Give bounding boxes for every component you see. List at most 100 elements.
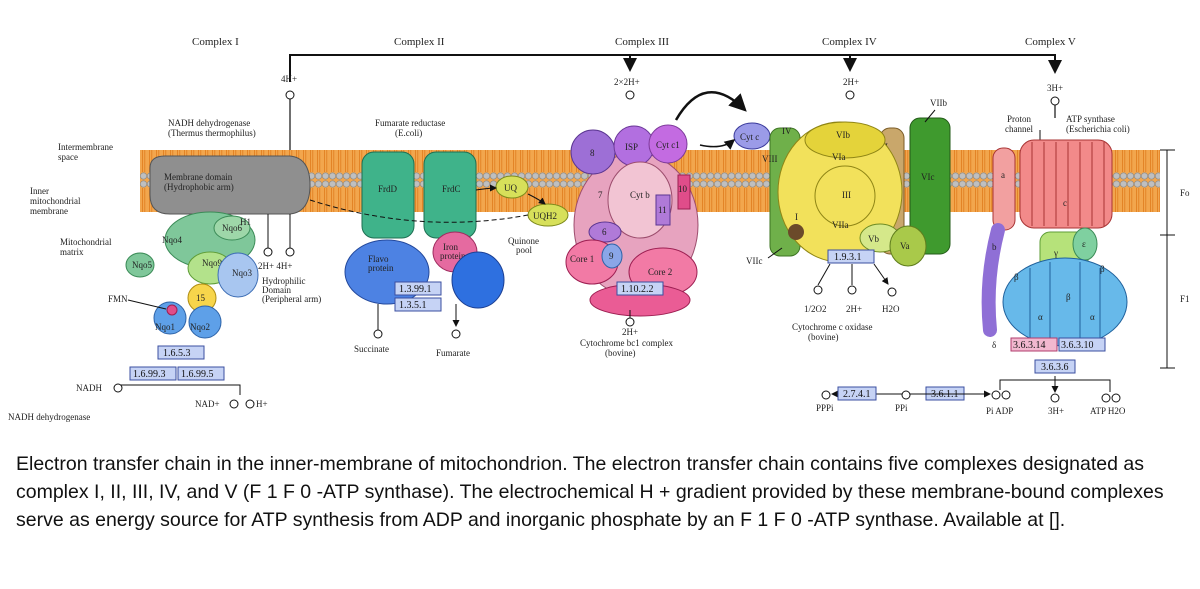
- c3-ec-box[interactable]: [616, 281, 664, 296]
- svg-text:7: 7: [598, 190, 603, 200]
- c4-proton-top: 2H+: [843, 77, 859, 87]
- figure-caption: Electron transfer chain in the inner-mem…: [16, 453, 1164, 531]
- svg-text:9: 9: [609, 251, 614, 261]
- svg-text:Nqo4: Nqo4: [162, 235, 182, 245]
- svg-text:I: I: [795, 212, 798, 222]
- c3-name: Cytochrome bc1 complex(bovine): [580, 338, 673, 358]
- c5-f1-head: [1002, 257, 1128, 347]
- complex-5-title: Complex V: [1025, 36, 1076, 48]
- svg-text:1.3.5.1: 1.3.5.1: [399, 300, 427, 311]
- svg-text:VIIc: VIIc: [746, 256, 763, 266]
- svg-text:III: III: [842, 190, 851, 200]
- c5-ec-box-1[interactable]: [1010, 337, 1058, 352]
- c2-frdc: [423, 151, 477, 239]
- svg-text:ATP H2O: ATP H2O: [1090, 406, 1126, 416]
- svg-text:VIIb: VIIb: [930, 98, 947, 108]
- svg-text:Nqo6: Nqo6: [222, 223, 242, 233]
- svg-text:α: α: [1090, 312, 1095, 322]
- svg-text:IV: IV: [782, 126, 792, 136]
- svg-text:2H+: 2H+: [622, 327, 638, 337]
- svg-text:δ: δ: [992, 340, 996, 350]
- svg-text:FrdD: FrdD: [378, 184, 398, 194]
- svg-text:1.6.5.3: 1.6.5.3: [163, 348, 191, 359]
- svg-text:γ: γ: [1053, 248, 1058, 258]
- svg-text:β: β: [1066, 292, 1071, 302]
- svg-text:H2O: H2O: [882, 304, 900, 314]
- c1-proton-bottom: 2H+ 4H+: [258, 261, 292, 271]
- svg-text:2H+: 2H+: [846, 304, 862, 314]
- svg-text:c: c: [1063, 198, 1067, 208]
- svg-text:1/2O2: 1/2O2: [804, 304, 827, 314]
- svg-text:15: 15: [196, 293, 206, 303]
- c1-membrane-arm: [149, 155, 311, 215]
- nadh-label: NADH: [76, 383, 102, 393]
- svg-text:VIc: VIc: [921, 172, 935, 182]
- c4-name: Cytochrome c oxidase(bovine): [792, 322, 872, 342]
- svg-text:Nqo2: Nqo2: [190, 322, 210, 332]
- svg-text:1.3.99.1: 1.3.99.1: [399, 284, 432, 295]
- svg-text:2.7.4.1: 2.7.4.1: [843, 389, 871, 400]
- c1-membrane-domain-label: Membrane domain(Hydrophobic arm): [164, 172, 234, 192]
- nad-label: NAD+: [195, 399, 220, 409]
- svg-text:Nqo9: Nqo9: [202, 258, 222, 268]
- complex-1-title: Complex I: [192, 36, 239, 48]
- svg-text:β: β: [1014, 272, 1019, 282]
- c1-ec-box-1[interactable]: [129, 366, 177, 381]
- c2-enzyme-label: Fumarate reductase(E.coli): [375, 118, 445, 138]
- svg-text:α: α: [1038, 312, 1043, 322]
- svg-text:PPPi: PPPi: [816, 403, 834, 413]
- svg-text:11: 11: [658, 205, 667, 215]
- svg-text:H+: H+: [256, 399, 268, 409]
- proton-bus: [289, 54, 1056, 82]
- svg-text:Vb: Vb: [868, 234, 879, 244]
- c2-ec-box-2[interactable]: [394, 297, 442, 312]
- c1-ec-box[interactable]: [157, 345, 205, 360]
- svg-text:Va: Va: [900, 241, 910, 251]
- svg-text:1.10.2.2: 1.10.2.2: [621, 284, 654, 295]
- svg-text:PPi: PPi: [895, 403, 908, 413]
- svg-text:b: b: [992, 242, 997, 252]
- c4-ec-box[interactable]: [827, 249, 875, 264]
- svg-text:UQH2: UQH2: [533, 211, 557, 221]
- svg-text:Nqo1: Nqo1: [155, 322, 175, 332]
- ec-2-7-4-1[interactable]: [837, 386, 877, 401]
- c3-proton-top: 2×2H+: [614, 77, 640, 87]
- c5-ec-box-2[interactable]: [1058, 337, 1106, 352]
- complex-2-title: Complex II: [394, 36, 445, 48]
- c5-proton-top: 3H+: [1047, 83, 1063, 93]
- svg-text:ISP: ISP: [625, 142, 638, 152]
- svg-text:VIII: VIII: [762, 154, 778, 164]
- c2-frdd: [361, 151, 415, 239]
- svg-text:Nqo3: Nqo3: [232, 268, 252, 278]
- svg-text:1.9.3.1: 1.9.3.1: [834, 252, 862, 263]
- f1-label: F1: [1180, 294, 1190, 304]
- svg-text:8: 8: [590, 148, 595, 158]
- fmn-label: FMN: [108, 294, 128, 304]
- svg-text:6: 6: [602, 227, 607, 237]
- fumarate-label: Fumarate: [436, 348, 470, 358]
- svg-text:1.6.99.5: 1.6.99.5: [181, 369, 214, 380]
- c1-ec-box-2[interactable]: [177, 366, 225, 381]
- svg-text:VIIa: VIIa: [832, 220, 849, 230]
- svg-text:a: a: [1001, 170, 1005, 180]
- svg-text:Core 2: Core 2: [648, 267, 672, 277]
- svg-text:VIb: VIb: [836, 130, 850, 140]
- svg-text:FrdC: FrdC: [442, 184, 461, 194]
- c5-ec-box-3[interactable]: [1034, 359, 1076, 374]
- svg-text:10: 10: [678, 184, 688, 194]
- etc-diagram: Complex I Complex II Complex III Complex…: [8, 36, 1190, 422]
- c2-ec-box-1[interactable]: [394, 281, 442, 296]
- svg-text:3.6.3.10: 3.6.3.10: [1061, 340, 1094, 351]
- c1-name: NADH dehydrogenase: [8, 412, 90, 422]
- svg-text:Cyt b: Cyt b: [630, 190, 650, 200]
- svg-text:ε: ε: [1082, 239, 1086, 249]
- svg-text:Cyt c1: Cyt c1: [656, 140, 680, 150]
- complex-3-title: Complex III: [615, 36, 669, 48]
